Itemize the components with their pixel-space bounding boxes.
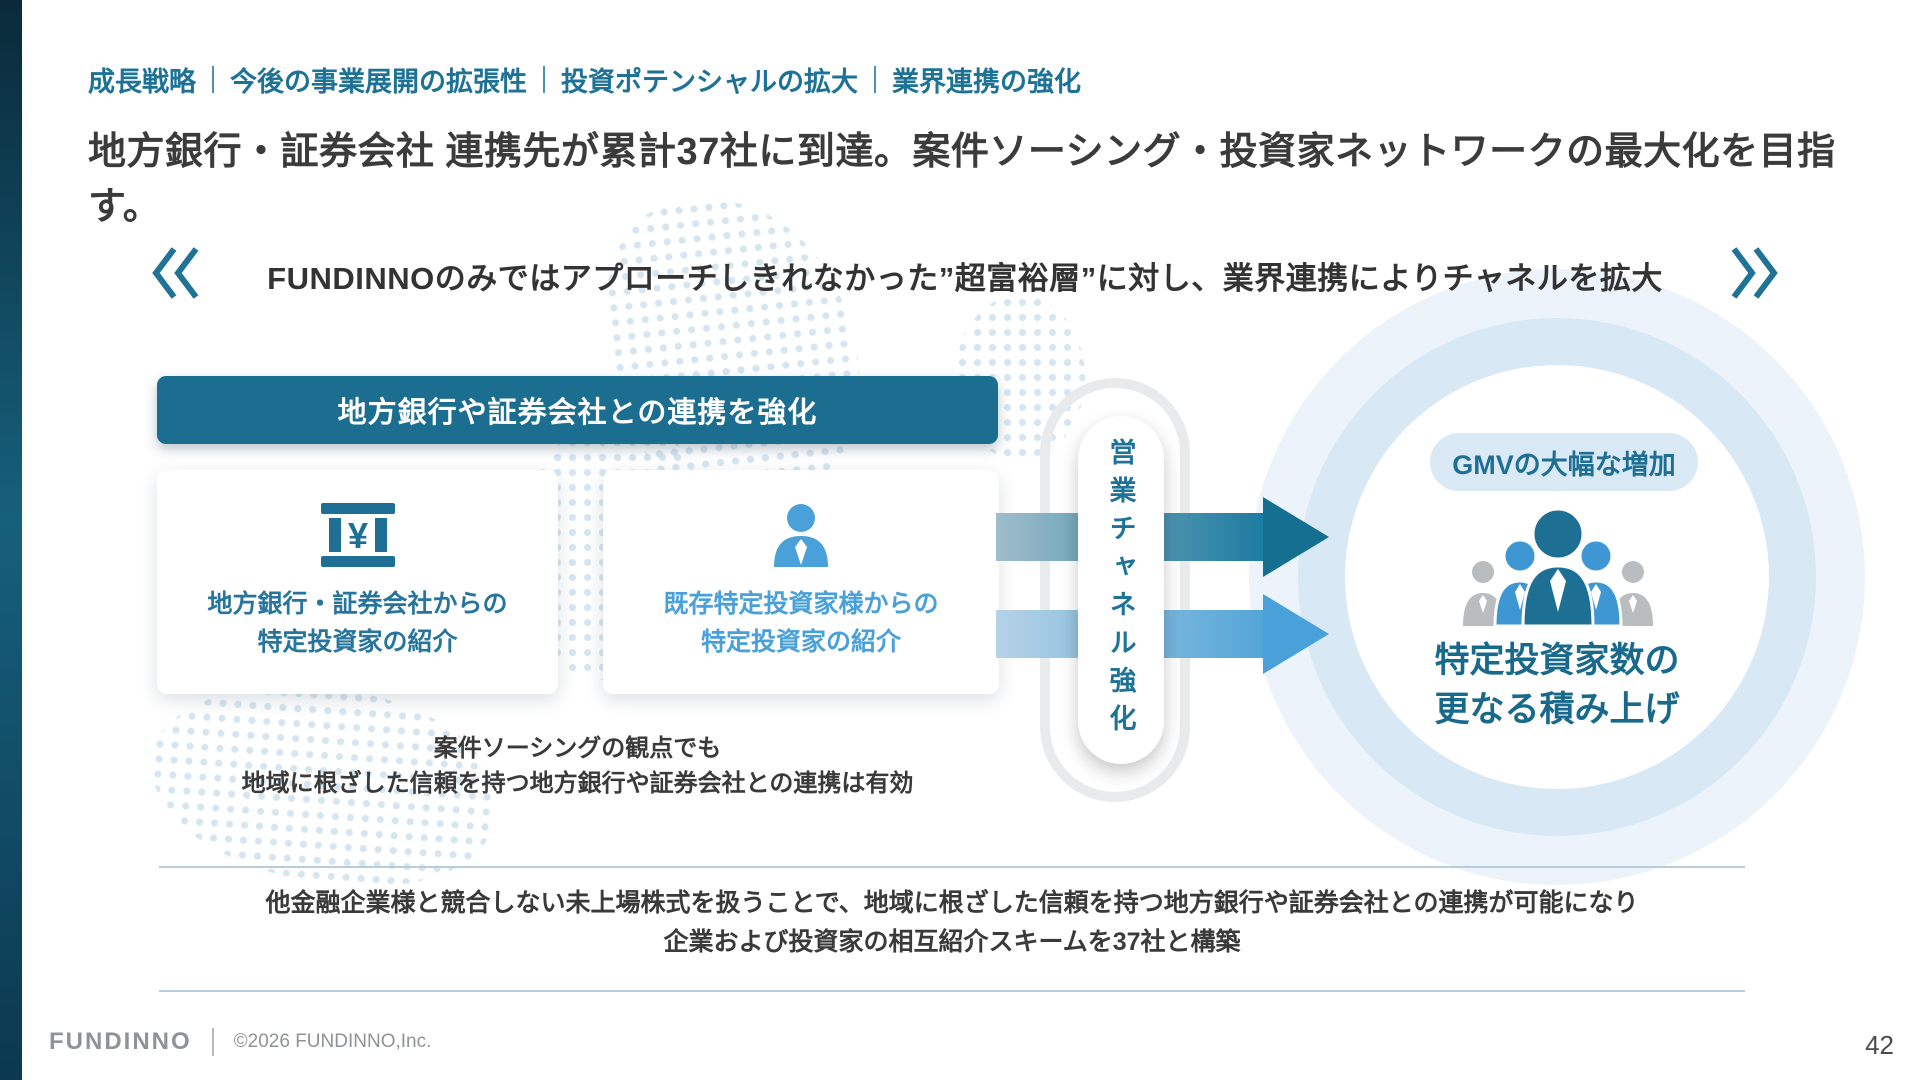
partnership-banner: 地方銀行や証券会社との連携を強化	[157, 376, 998, 444]
yen-glyph: ¥	[347, 515, 367, 556]
result-label-line2: 更なる積み上げ	[1434, 690, 1680, 729]
card-regional-banks-line2: 特定投資家の紹介	[257, 627, 458, 656]
breadcrumb-separator	[212, 66, 214, 93]
bank-yen-icon: ¥	[315, 503, 401, 572]
sourcing-note-line2: 地域に根ざした信頼を持つ地方銀行や証券会社との連携は有効	[241, 769, 914, 797]
double-chevron-right-icon	[1728, 244, 1780, 307]
summary-line2: 企業および投資家の相互紹介スキームを37社と構築	[663, 927, 1241, 956]
breadcrumb-separator	[874, 66, 876, 93]
breadcrumb-item: 業界連携の強化	[892, 67, 1081, 97]
card-existing-investors-label: 既存特定投資家様からの 特定投資家の紹介	[663, 586, 938, 661]
breadcrumb-item: 今後の事業展開の拡張性	[230, 67, 527, 97]
card-regional-banks: ¥ 地方銀行・証券会社からの 特定投資家の紹介	[157, 470, 558, 694]
flow-arrow-bottom-head	[1263, 594, 1329, 674]
divider-bottom	[159, 990, 1745, 992]
card-regional-banks-line1: 地方銀行・証券会社からの	[207, 590, 508, 618]
channel-pill-ring	[1040, 378, 1190, 802]
breadcrumb-item: 成長戦略	[88, 67, 196, 97]
subtitle-text: FUNDINNOのみではアプローチしきれなかった”超富裕層”に対し、業界連携によ…	[267, 261, 1663, 296]
sourcing-note-line1: 案件ソーシングの観点でも	[433, 735, 722, 762]
sourcing-note: 案件ソーシングの観点でも 地域に根ざした信頼を持つ地方銀行や証券会社との連携は有…	[157, 732, 998, 802]
page-number: 42	[1865, 1030, 1894, 1060]
card-regional-banks-label: 地方銀行・証券会社からの 特定投資家の紹介	[207, 586, 507, 661]
breadcrumb: 成長戦略 今後の事業展開の拡張性 投資ポテンシャルの拡大 業界連携の強化	[88, 60, 1081, 99]
person-icon	[766, 503, 836, 572]
fundinno-logo: FUNDINNO	[49, 1028, 192, 1055]
gmv-badge: GMVの大幅な増加	[1430, 433, 1698, 491]
breadcrumb-item: 投資ポテンシャルの拡大	[561, 67, 858, 97]
subtitle-row: FUNDINNOのみではアプローチしきれなかった”超富裕層”に対し、業界連携によ…	[150, 244, 1780, 307]
left-accent-bar	[0, 0, 22, 1080]
result-label: 特定投資家数の 更なる積み上げ	[1345, 636, 1769, 734]
copyright-text: ©2026 FUNDINNO,Inc.	[233, 1031, 432, 1052]
page-title: 地方銀行・証券会社 連携先が累計37社に到達。案件ソーシング・投資家ネットワーク…	[88, 131, 1836, 228]
flow-arrow-top-head	[1263, 497, 1329, 577]
channel-pill: 営業チャネル強化	[1078, 416, 1164, 764]
summary-line1: 他金融企業様と競合しない未上場株式を扱うことで、地域に根ざした信頼を持つ地方銀行…	[265, 889, 1639, 917]
divider-top	[159, 866, 1745, 868]
card-existing-investors: 既存特定投資家様からの 特定投資家の紹介	[603, 470, 999, 694]
breadcrumb-separator	[543, 66, 545, 93]
people-group-icon	[1453, 506, 1663, 631]
footer-separator	[211, 1028, 214, 1056]
result-label-line1: 特定投資家数の	[1434, 641, 1680, 680]
card-existing-investors-line2: 特定投資家の紹介	[700, 627, 901, 656]
channel-pill-label: 営業チャネル強化	[1105, 438, 1136, 742]
footer: FUNDINNO ©2026 FUNDINNO,Inc.	[49, 1028, 431, 1056]
double-chevron-left-icon	[150, 244, 202, 307]
card-existing-investors-line1: 既存特定投資家様からの	[663, 590, 939, 618]
summary-text: 他金融企業様と競合しない未上場株式を扱うことで、地域に根ざした信頼を持つ地方銀行…	[159, 884, 1745, 962]
